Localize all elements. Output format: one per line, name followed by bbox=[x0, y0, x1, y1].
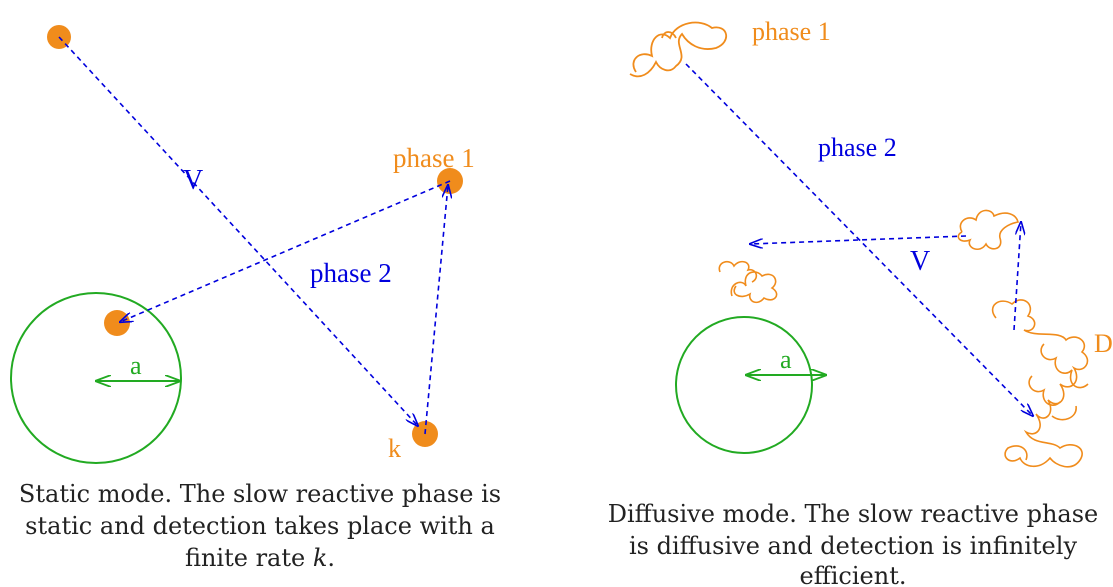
squiggle-near-detector bbox=[718, 260, 778, 304]
squiggle-lower-right bbox=[991, 299, 1089, 468]
radius-label: a bbox=[130, 351, 142, 380]
trajectory-v bbox=[58, 36, 418, 426]
particle-on-detector bbox=[104, 310, 130, 336]
velocity-label-right: V bbox=[910, 246, 930, 277]
squiggle-phase1 bbox=[629, 21, 727, 78]
static-caption-line3: finite rate k. bbox=[185, 544, 335, 572]
radius-label-right: a bbox=[780, 345, 792, 374]
diffusive-mode-panel: a D phase 1 phase 2 V Diffusive mode. Th… bbox=[608, 17, 1113, 587]
phase1-label: phase 1 bbox=[393, 143, 475, 173]
diffusive-caption-line3: efficient. bbox=[800, 562, 907, 587]
phase1-label-right: phase 1 bbox=[752, 17, 831, 46]
phase2-label-right: phase 2 bbox=[818, 133, 897, 162]
velocity-label: V bbox=[183, 165, 203, 196]
squiggle-upper-right bbox=[957, 209, 1019, 251]
diffusive-caption-line2: is diffusive and detection is infinitely bbox=[629, 532, 1077, 560]
detector-circle-right bbox=[675, 316, 813, 454]
trajectory-v-right bbox=[685, 63, 1033, 416]
detector-circle bbox=[10, 292, 182, 464]
rate-label: k bbox=[388, 434, 401, 463]
static-mode-panel: a V phase 1 phase 2 k Static mode. The s… bbox=[10, 25, 501, 572]
trajectory-phase1-to-detector bbox=[120, 180, 451, 322]
trajectory-upward bbox=[1013, 222, 1021, 331]
static-caption-line2: static and detection takes place with a bbox=[25, 512, 495, 540]
diffusion-label: D bbox=[1094, 329, 1113, 358]
trajectory-to-near-detector bbox=[750, 235, 967, 244]
trajectory-k-to-phase1 bbox=[424, 185, 448, 435]
static-caption-line1: Static mode. The slow reactive phase is bbox=[19, 480, 501, 508]
diffusive-caption-line1: Diffusive mode. The slow reactive phase bbox=[608, 500, 1099, 528]
phase2-label: phase 2 bbox=[310, 258, 392, 288]
